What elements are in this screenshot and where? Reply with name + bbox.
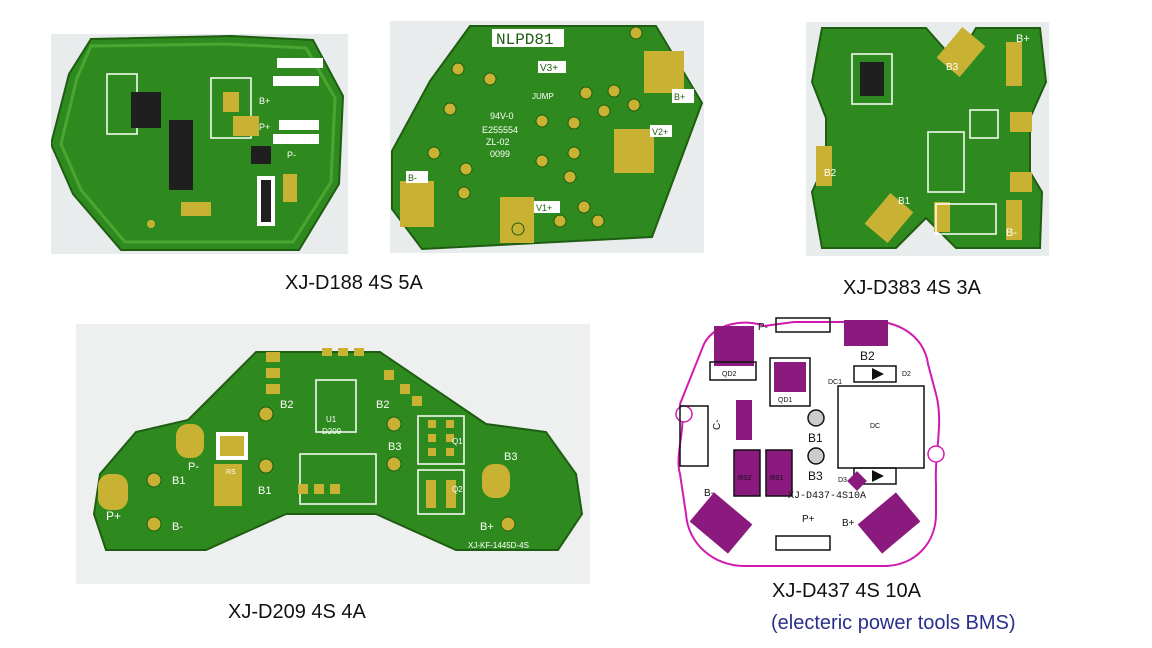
nlpd81-rating-label: 94V-0	[490, 111, 514, 121]
d437-rs2-label: RS2	[738, 475, 752, 482]
d188-pp-label: P+	[259, 122, 270, 132]
board-image-d383: B+ B3 B2 B1 B-	[806, 22, 1049, 256]
nlpd81-code1-label: ZL-02	[486, 137, 510, 147]
d188-pm-label: P-	[287, 150, 296, 160]
subtitle-d437: (electeric power tools BMS)	[771, 612, 1016, 634]
pcb-d188: B+ P+ P-	[51, 34, 348, 254]
nlpd81-bm-label: B-	[408, 173, 417, 183]
d437-qd1-label: QD1	[778, 397, 793, 404]
d383-bp-label: B+	[1016, 33, 1030, 45]
d209-b2-right-label: B2	[376, 399, 389, 411]
nlpd81-code2-label: 0099	[490, 149, 510, 159]
nlpd81-v1-label: V1+	[536, 203, 552, 213]
d209-model-label: XJ-KF-1445D-4S	[468, 541, 529, 550]
nlpd81-title: NLPD81	[496, 31, 554, 49]
d383-b2-label: B2	[824, 168, 837, 179]
nlpd81-ul-label: E255554	[482, 125, 518, 135]
d209-bm-label: B-	[172, 521, 183, 533]
d437-pm-label: P-	[758, 322, 768, 333]
board-image-d188: B+ P+ P-	[51, 34, 348, 254]
d437-bp-label: B+	[842, 518, 855, 529]
board-image-nlpd81: NLPD81 V3+ B+ V2+ V1+ B- JUMP 94V-0 E255…	[390, 21, 704, 253]
d209-pp-label: P+	[106, 509, 121, 523]
d209-b1-left-label: B1	[172, 475, 185, 487]
d437-b1-label: B1	[808, 431, 823, 445]
d209-b3-label: B3	[388, 441, 401, 453]
d209-rs-label: RS	[226, 469, 236, 476]
d188-bp-label: B+	[259, 96, 270, 106]
board-image-d209: P+ P- B1 B- B1 B2 B2 B3 B3 B+ U1 D209 RS…	[76, 324, 590, 584]
d209-ic-label: D209	[322, 427, 342, 436]
d209-q2-label: Q2	[452, 485, 463, 494]
d209-b2-label: B2	[280, 399, 293, 411]
d437-rs1-label: RS1	[770, 475, 784, 482]
caption-d383: XJ-D383 4S 3A	[843, 277, 981, 299]
d209-u1-label: U1	[326, 415, 337, 424]
caption-d437: XJ-D437 4S 10A	[772, 580, 921, 602]
d437-d3-label: D3	[838, 477, 847, 484]
pcb-d209: P+ P- B1 B- B1 B2 B2 B3 B3 B+ U1 D209 RS…	[76, 324, 590, 584]
nlpd81-bp-label: B+	[674, 92, 685, 102]
d437-pp-label: P+	[802, 514, 815, 525]
d437-d2-label: D2	[902, 371, 911, 378]
caption-d209: XJ-D209 4S 4A	[228, 601, 366, 623]
d383-bm-label: B-	[1006, 227, 1017, 239]
d437-dc1-label: DC1	[828, 379, 842, 386]
pcb-d383: B+ B3 B2 B1 B-	[806, 22, 1049, 256]
pcb-d437: P- P+ C- B2 B1 B3 B- B+ QD2 QD1 RS2 RS1 …	[674, 314, 946, 570]
d437-cm-label: C-	[712, 419, 723, 430]
d209-b3-right-label: B3	[504, 451, 517, 463]
d437-b3-label: B3	[808, 469, 823, 483]
d437-dc-label: DC	[870, 423, 880, 430]
d209-b1-mid-label: B1	[258, 485, 271, 497]
d209-bp-label: B+	[480, 521, 494, 533]
pcb-nlpd81: NLPD81 V3+ B+ V2+ V1+ B- JUMP 94V-0 E255…	[390, 21, 704, 253]
d437-b2-label: B2	[860, 349, 875, 363]
d383-b3-label: B3	[946, 62, 959, 73]
d209-pm-label: P-	[188, 461, 199, 473]
d437-model-label: XJ-D437-4S10A	[788, 491, 866, 502]
nlpd81-jump-label: JUMP	[532, 92, 554, 101]
d437-bm-label: B-	[704, 488, 714, 499]
d383-b1-label: B1	[898, 196, 911, 207]
nlpd81-v2-label: V2+	[652, 127, 668, 137]
nlpd81-v3-label: V3+	[540, 63, 558, 74]
d209-q1-label: Q1	[452, 437, 463, 446]
d437-qd2-label: QD2	[722, 371, 737, 378]
board-image-d437: P- P+ C- B2 B1 B3 B- B+ QD2 QD1 RS2 RS1 …	[674, 314, 946, 570]
caption-d188: XJ-D188 4S 5A	[285, 272, 423, 294]
